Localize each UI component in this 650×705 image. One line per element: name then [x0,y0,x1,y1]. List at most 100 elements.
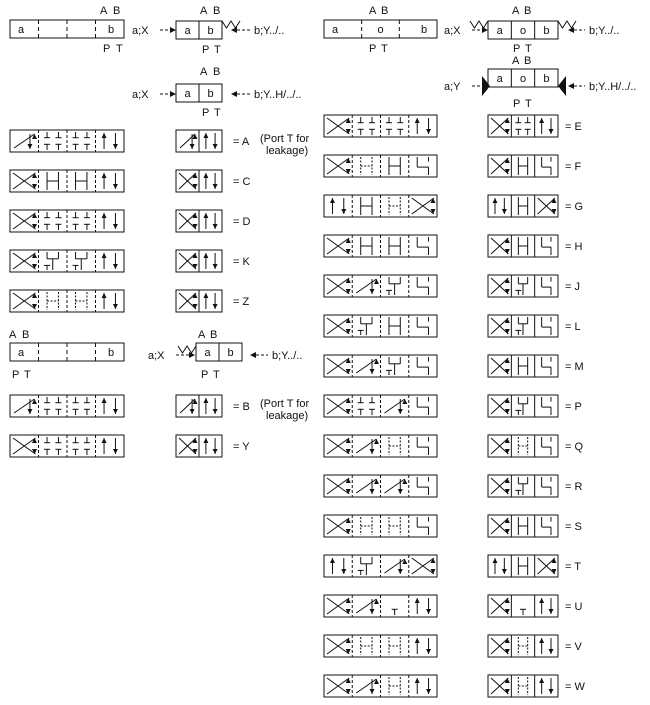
cell-X [326,477,350,495]
flow-arrow-icon [203,213,209,218]
flow-arrow-icon [539,598,545,603]
arrow-right-icon [170,91,176,97]
header-envelope-box [323,19,438,39]
cell-X [490,237,509,255]
flow-arrow-icon [101,133,107,138]
flow-arrow-icon [426,609,432,614]
position-label-1: a [205,347,212,359]
cell-X [326,637,350,655]
spool-symbol-right-long-3 [323,194,438,218]
flow-arrow-icon [345,598,351,603]
flow-arrow-icon [374,439,379,444]
operator-left-label: a;X [444,25,461,37]
flow-arrow-icon [504,249,510,254]
spool-envelope [487,514,559,538]
flow-arrow-icon [203,398,209,403]
spool-symbol-right-long-12 [323,554,438,578]
flow-arrow-icon [430,198,436,203]
flow-arrow-icon [192,264,198,269]
flow-arrow-icon [345,278,351,283]
flow-arrow-icon [32,399,37,404]
flow-arrow-icon [539,638,545,643]
spool-envelope [487,634,559,658]
flow-arrow-icon [27,144,33,149]
flow-arrow-icon [504,118,510,123]
arrow-right-icon [170,27,176,33]
spool-code-label: = S [565,521,582,533]
port-t-label: T [116,43,123,55]
cell-X [326,517,350,535]
flow-arrow-icon [414,638,420,643]
flow-arrow-icon [504,238,510,243]
spool-symbol-right-long-14 [323,634,438,658]
flow-arrow-icon [101,398,107,403]
port-p-label: P [202,44,209,56]
flow-arrow-icon [192,134,198,139]
spool-symbol-right-long-7 [323,354,438,378]
flow-arrow-icon [192,173,198,178]
flow-arrow-icon [345,289,351,294]
spool-envelope [487,314,559,338]
flow-arrow-icon [414,118,420,123]
spool-envelope [487,554,559,578]
port-b-label: B [381,5,388,17]
position-label-3: b [543,25,549,37]
flow-arrow-icon [101,438,107,443]
flow-arrow-icon [504,438,510,443]
flow-arrow-icon [548,649,554,654]
spool-symbol-right-long-8 [323,394,438,418]
arrow-left-icon [568,83,574,89]
flow-arrow-icon [548,129,554,134]
flow-arrow-icon [203,253,209,258]
port-t-label: T [525,98,532,110]
flow-arrow-icon [32,438,37,443]
flow-arrow-icon [32,264,37,269]
flow-arrow-icon [548,689,554,694]
operator-right-label: b;Y../.. [254,25,284,37]
cell-X [411,557,435,575]
cell-D [355,438,377,454]
flow-arrow-icon [402,559,408,564]
position-label-1: a [18,24,25,36]
position-label-2: b [228,347,234,359]
flow-arrow-icon [189,409,195,414]
spool-symbol-long-b-2 [9,434,125,458]
cell-X [12,437,36,455]
spool-symbol-short-b-2 [175,434,223,458]
port-p-label: P [103,43,110,55]
flow-arrow-icon [192,399,198,404]
spool-code-label: = G [565,201,583,213]
cell-X [490,317,509,335]
spool-envelope [487,474,559,498]
center-position-label: o [378,24,384,36]
flow-arrow-icon [192,304,198,309]
spool-code-label: = E [565,121,582,133]
flow-arrow-icon [32,224,37,229]
spool-envelope [487,234,559,258]
spool-envelope [487,154,559,178]
flow-arrow-icon [345,329,351,334]
flow-arrow-icon [551,569,557,574]
flow-arrow-icon [27,409,33,414]
spool-symbol-right-short-15 [487,674,559,698]
flow-arrow-icon [212,409,218,414]
flow-arrow-icon [203,173,209,178]
spool-symbol-right-long-11 [323,514,438,538]
spool-code-label: = D [233,216,250,228]
spool-envelope [487,274,559,298]
arrow-left-icon [250,352,256,358]
flow-arrow-icon [397,409,403,414]
spool-code-label: = W [565,681,585,693]
port-b-label: B [22,329,29,341]
arrow-right-icon [189,352,195,358]
arrow-left-icon [231,91,237,97]
spool-symbol-long-3 [9,209,125,233]
flow-arrow-icon [345,638,351,643]
flow-arrow-icon [345,529,351,534]
flow-arrow-icon [551,198,557,203]
